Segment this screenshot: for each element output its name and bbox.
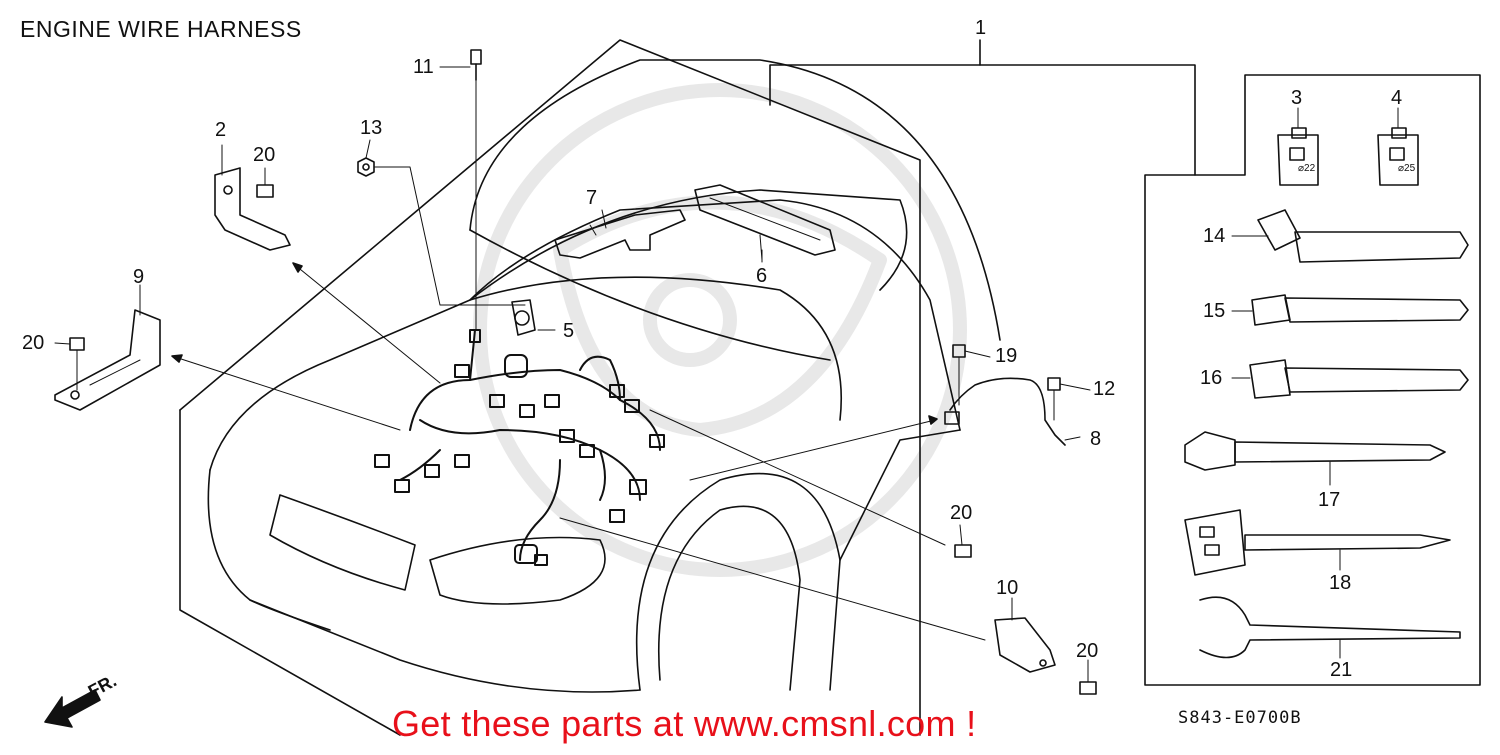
part-7-bracket <box>554 209 686 259</box>
callout-7: 7 <box>586 187 598 209</box>
callout-2: 2 <box>215 119 227 141</box>
callout-13: 13 <box>360 117 383 139</box>
callout-1: 1 <box>975 17 987 39</box>
callout-5: 5 <box>563 320 575 342</box>
part-11-bolt <box>470 49 482 331</box>
part-5-grommet <box>511 299 556 336</box>
callout-21: 21 <box>1330 659 1353 681</box>
callout-14: 14 <box>1203 225 1226 247</box>
callout-20-bottom: 20 <box>1076 640 1099 662</box>
callout-16: 16 <box>1200 367 1223 389</box>
leader-lines <box>54 66 1399 683</box>
engine-wire-harness <box>374 329 665 566</box>
part-17-clip <box>1184 431 1446 486</box>
part-8-ground-cable <box>689 344 1066 481</box>
part-15-cable-tie <box>1251 294 1469 326</box>
part-4-grommet <box>1377 127 1419 186</box>
callout-20-center: 20 <box>950 502 973 524</box>
callout-8: 8 <box>1090 428 1102 450</box>
diagram-code: S843-E0700B <box>1178 708 1302 728</box>
part-3-grommet <box>1277 127 1319 186</box>
callout-20-top: 20 <box>253 144 276 166</box>
car-body-outline <box>207 59 1001 693</box>
callout-12: 12 <box>1093 378 1116 400</box>
part-20-bolt-center <box>649 409 972 558</box>
part-16-cable-tie <box>1249 359 1469 399</box>
callout-4: 4 <box>1391 87 1403 109</box>
part-2-bracket <box>214 144 441 384</box>
part-4-size-mark: ⌀25 <box>1398 163 1416 174</box>
callout-6: 6 <box>756 265 768 287</box>
callout-10: 10 <box>996 577 1019 599</box>
part-21-clip <box>1199 596 1461 659</box>
part-18-clip <box>1184 509 1451 576</box>
callout-17: 17 <box>1318 489 1341 511</box>
callout-11: 11 <box>413 56 434 78</box>
assembly-frame <box>179 39 1481 736</box>
callout-18: 18 <box>1329 572 1352 594</box>
callout-20-left: 20 <box>22 332 45 354</box>
part-9-bracket <box>54 284 401 431</box>
callout-9: 9 <box>133 266 145 288</box>
callout-19: 19 <box>995 345 1018 367</box>
callout-15: 15 <box>1203 300 1226 322</box>
front-arrow-icon <box>44 689 101 728</box>
diagram-title: ENGINE WIRE HARNESS <box>20 16 302 42</box>
callout-3: 3 <box>1291 87 1303 109</box>
windshield-outline <box>469 189 908 301</box>
part-3-size-mark: ⌀22 <box>1298 163 1316 174</box>
promo-link-text[interactable]: Get these parts at www.cmsnl.com ! <box>392 703 977 744</box>
part-14-cable-tie <box>1254 209 1469 263</box>
